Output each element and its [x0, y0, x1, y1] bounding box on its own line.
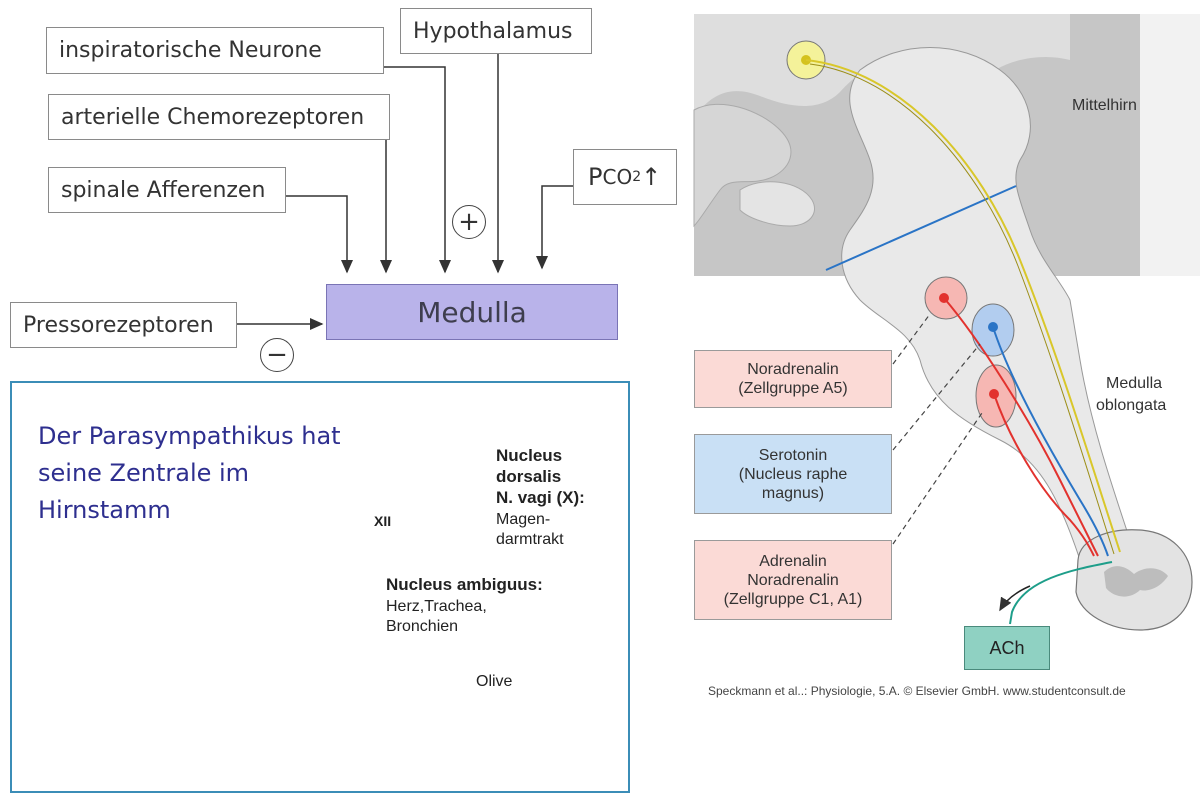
green-efferent — [1009, 561, 1113, 625]
pco2-text: CO — [602, 165, 633, 189]
arrow-spinal — [286, 195, 353, 274]
dorsal-nucleus-desc-1: Magen- — [496, 511, 551, 528]
chemoreceptors-label: arterielle Chemorezeptoren — [61, 104, 365, 130]
medulla-oblongata-label-1: Medulla — [1106, 375, 1163, 392]
hypothalamus-label: Hypothalamus — [413, 18, 573, 44]
dorsal-nucleus-title-3: N. vagi (X): — [496, 488, 585, 507]
parasympathetic-panel — [10, 381, 630, 793]
brainstem-body — [841, 47, 1131, 561]
medulla-oblongata-label-2: oblongata — [1096, 397, 1167, 414]
pco2-subscript: 2 — [632, 169, 642, 185]
pressoreceptors-label: Pressorezeptoren — [23, 312, 214, 338]
brain-sagittal — [693, 14, 1200, 631]
dorsal-nucleus-desc-2: darmtrakt — [496, 531, 564, 548]
ach-label: ACh — [989, 637, 1025, 658]
arrow-inspiratory — [383, 66, 451, 274]
na-label: NA — [507, 611, 529, 628]
brain-right-strip — [1140, 14, 1200, 276]
red-tract-a5 — [943, 297, 1099, 557]
spinal-afferents-label: spinale Afferenzen — [61, 177, 266, 203]
plus-symbol: + — [458, 207, 480, 237]
inspiratory-neurons-box: inspiratorische Neurone — [46, 27, 384, 74]
brain-fold-light — [694, 14, 1070, 110]
minus-sign: − — [260, 338, 294, 372]
ach-box: ACh — [964, 626, 1050, 670]
brain-fold-3 — [739, 181, 815, 227]
yellow-tract-outline — [809, 63, 1115, 555]
descending-tracts — [805, 59, 1121, 625]
pressoreceptors-box: Pressorezeptoren — [10, 302, 237, 348]
pco2-symbol: P — [588, 163, 603, 191]
inspiratory-neurons-label: inspiratorische Neurone — [59, 38, 322, 63]
dorsal-nucleus-title-1: Nucleus — [496, 446, 563, 465]
plus-sign: + — [452, 205, 486, 239]
dorsal-nucleus-title-2: dorsalis — [496, 467, 562, 486]
spinal-gray-matter — [1104, 566, 1168, 597]
yellow-tract — [805, 59, 1121, 553]
red-tract-c1 — [993, 393, 1095, 557]
brain-fold-2 — [693, 103, 792, 228]
pco2-up-arrow: ↑ — [641, 163, 662, 191]
serotonin-box: Serotonin (Nucleus raphe magnus) — [694, 434, 892, 514]
olive-label: Olive — [476, 673, 513, 690]
blue-section-line — [825, 185, 1017, 271]
medulla-label: Medulla — [417, 295, 527, 329]
arrows-to-medulla — [237, 52, 574, 330]
noradrenalin-a5-box: Noradrenalin (Zellgruppe A5) — [694, 350, 892, 408]
ambiguus-title: Nucleus ambiguus: — [386, 575, 543, 594]
ambiguus-desc-2: Bronchien — [386, 618, 459, 635]
chemoreceptors-box: arterielle Chemorezeptoren — [48, 94, 390, 140]
source-credit: Speckmann et al..: Physiologie, 5.A. © E… — [708, 684, 1126, 698]
adrenalin-c1-box: Adrenalin Noradrenalin (Zellgruppe C1, A… — [694, 540, 892, 620]
ach-arrow — [999, 585, 1031, 612]
nts-label: NTS — [428, 453, 458, 470]
hypothalamus-box: Hypothalamus — [400, 8, 592, 54]
panel-title: Der Parasympathikus hat seine Zentrale i… — [38, 422, 341, 524]
xii-label: XII — [374, 513, 392, 529]
leader-lines — [892, 313, 985, 545]
midbrain-label: Mittelhirn — [1072, 97, 1137, 114]
x-label: X — [400, 484, 411, 501]
minus-symbol: − — [266, 340, 288, 370]
blue-tract — [992, 326, 1109, 557]
arrow-pco2 — [536, 185, 574, 270]
ambiguus-desc-1: Herz,Trachea, — [386, 598, 487, 615]
medulla-box: Medulla — [326, 284, 618, 340]
spinal-afferents-box: spinale Afferenzen — [48, 167, 286, 213]
